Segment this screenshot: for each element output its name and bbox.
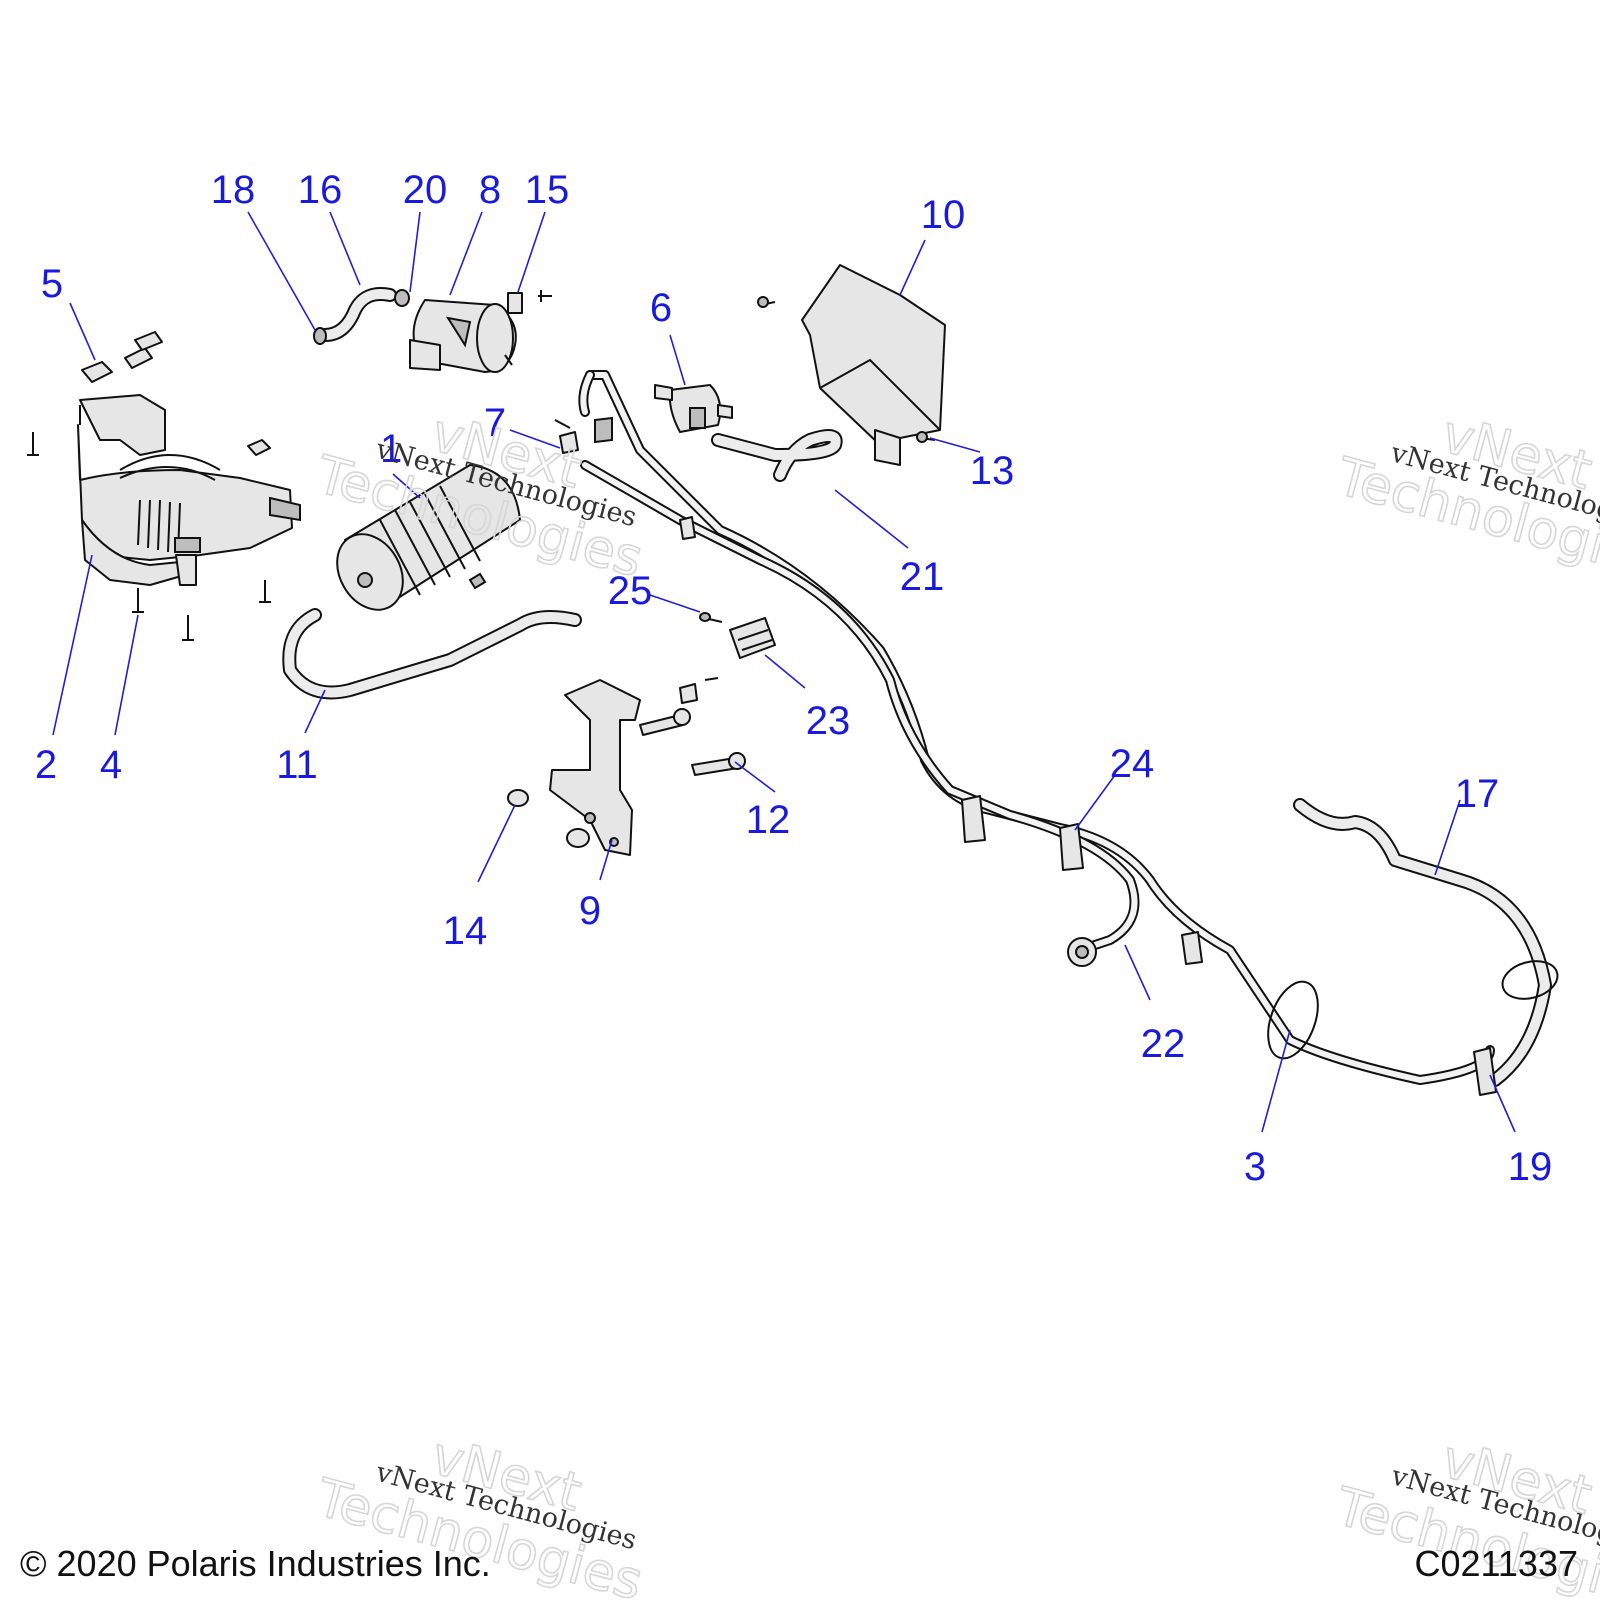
nut-clips [81, 331, 271, 456]
callout-1: 1 [380, 427, 402, 471]
hose-fitting [554, 416, 613, 454]
callout-21: 21 [900, 555, 945, 599]
callout-12: 12 [746, 798, 791, 842]
callout-25: 25 [608, 569, 653, 613]
solenoid-valve [654, 384, 733, 433]
callout-22: 22 [1141, 1022, 1186, 1066]
callout-4: 4 [100, 743, 122, 787]
callout-labels: 1 2 3 4 5 6 7 8 9 10 11 12 13 14 15 16 1… [35, 168, 1552, 1189]
callout-3: 3 [1244, 1145, 1266, 1189]
line-clips [679, 516, 1203, 965]
callout-16: 16 [298, 168, 343, 212]
small-hose-assembly [313, 287, 410, 345]
valve-mount-bracket [549, 679, 641, 856]
filler-hose [1293, 798, 1552, 1087]
callout-20: 20 [403, 168, 448, 212]
diagram-code: C0211337 [1415, 1543, 1578, 1584]
callout-9: 9 [579, 889, 601, 933]
line-retainer-clip [699, 612, 776, 659]
callout-14: 14 [443, 909, 488, 953]
callout-23: 23 [806, 699, 851, 743]
flange-nuts [507, 789, 590, 848]
callout-11: 11 [276, 743, 318, 787]
purge-filter [409, 299, 517, 373]
callout-10: 10 [921, 193, 966, 237]
callout-18: 18 [211, 168, 256, 212]
callout-17: 17 [1455, 772, 1500, 816]
main-vent-lines [578, 370, 1495, 1085]
canister-hose [282, 608, 582, 700]
callout-15: 15 [525, 168, 570, 212]
canister-mount-bracket [77, 394, 301, 586]
callout-19: 19 [1508, 1145, 1553, 1189]
cable-ties [1267, 960, 1559, 1096]
push-pin-fasteners [27, 405, 271, 641]
callout-2: 2 [35, 743, 57, 787]
callout-13: 13 [970, 449, 1015, 493]
footer: © 2020 Polaris Industries Inc. C0211337 [20, 1543, 1578, 1584]
callout-8: 8 [479, 168, 501, 212]
vent-hose-loop [711, 429, 843, 482]
bolts [639, 677, 746, 776]
callout-24: 24 [1110, 742, 1155, 786]
quick-connect-fitting [1067, 937, 1097, 967]
callout-7: 7 [484, 401, 506, 445]
clip-and-screw [507, 290, 552, 314]
callout-6: 6 [650, 286, 672, 330]
callout-5: 5 [41, 262, 63, 306]
leader-lines [52, 211, 1516, 1133]
carbon-canister [336, 464, 521, 611]
heat-shield [757, 264, 946, 466]
watermarks: vNext Technologies vNext Technologies vN… [309, 403, 1600, 1600]
part-drawings [27, 264, 1559, 1096]
copyright-text: © 2020 Polaris Industries Inc. [20, 1543, 491, 1584]
